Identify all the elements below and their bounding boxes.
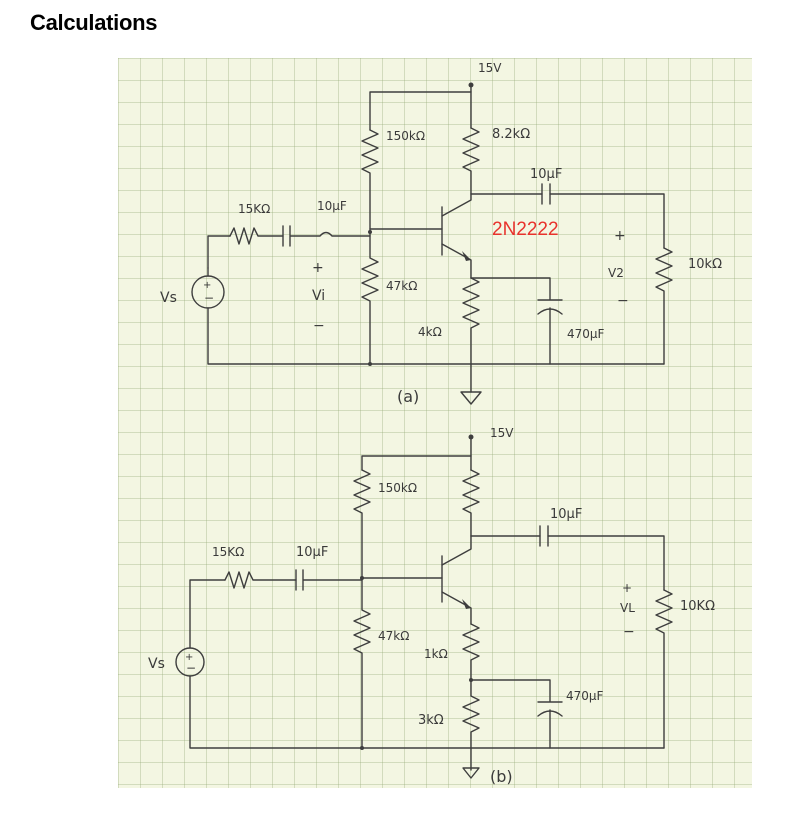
label-rs-b: 15KΩ: [212, 545, 244, 559]
page-heading: Calculations: [30, 10, 158, 35]
label-vl-plus-b: +: [622, 581, 632, 595]
caption-a: (a): [397, 387, 419, 406]
label-supply-a: 15V: [478, 61, 502, 75]
svg-text:−: −: [204, 291, 214, 305]
label-c-out-b: 10μF: [550, 507, 582, 522]
label-vl-b: VL: [620, 601, 635, 615]
resistor-r2-a: [361, 231, 379, 365]
label-c-out-a: 10μF: [530, 167, 562, 182]
label-supply-b: 15V: [490, 426, 514, 440]
ground-a: [460, 391, 482, 405]
label-vs-b: Vs: [148, 656, 165, 672]
output-coupling-b: [470, 525, 665, 591]
svg-text:+: +: [203, 280, 211, 291]
label-r1-a: 150kΩ: [386, 129, 425, 143]
transistor-b: [361, 535, 472, 625]
label-r2-b: 47kΩ: [378, 629, 409, 643]
bypass-capacitor-b: [470, 679, 563, 749]
supply-a: [369, 82, 474, 131]
resistor-rl-a: [655, 247, 673, 365]
label-v2-a: V2: [608, 266, 624, 280]
input-network-a: [207, 225, 372, 269]
resistor-re2-b: [462, 679, 480, 771]
label-re1-b: 1kΩ: [424, 647, 448, 661]
label-c-in-a: 10μF: [317, 199, 347, 213]
resistor-re1-b: [462, 623, 480, 681]
transistor-a: [369, 193, 472, 279]
graph-paper-sheet: [118, 58, 752, 788]
label-vi-minus-a: −: [313, 318, 325, 334]
caption-b: (b): [490, 767, 513, 786]
circuit-a: + − 15V 150kΩ 8.2kΩ 10μF 15KΩ 10μF 2N222…: [160, 61, 722, 406]
label-r2-a: 47kΩ: [386, 279, 417, 293]
source-vs-a: + −: [191, 267, 665, 365]
label-re2-b: 3kΩ: [418, 713, 444, 728]
label-vi-plus-a: +: [312, 260, 324, 276]
ground-b: [462, 767, 480, 779]
label-c-e-a: 470μF: [567, 327, 605, 341]
bypass-capacitor-a: [470, 277, 563, 365]
label-v2-minus-a: −: [617, 293, 629, 309]
source-vs-b: + −: [175, 647, 665, 749]
resistor-re-a: [462, 277, 480, 393]
circuit-b: + − 15V 150kΩ 10μF 15KΩ 10μF + VL − 10KΩ…: [148, 426, 715, 786]
label-rc-a: 8.2kΩ: [492, 127, 530, 142]
input-network-b: [189, 569, 364, 649]
supply-b: [361, 434, 474, 471]
label-re-a: 4kΩ: [418, 325, 442, 339]
label-rs-a: 15KΩ: [238, 202, 270, 216]
label-v2-plus-a: +: [614, 228, 626, 244]
label-vl-minus-b: −: [623, 624, 635, 640]
label-c-e-b: 470μF: [566, 689, 604, 703]
svg-text:+: +: [185, 652, 193, 663]
resistor-r2-b: [353, 577, 371, 749]
resistor-rl-b: [655, 589, 673, 749]
resistor-r1-a: [361, 129, 379, 233]
resistor-rc-b: [462, 469, 480, 537]
resistor-r1-b: [353, 469, 371, 579]
label-vs-a: Vs: [160, 290, 177, 306]
svg-text:−: −: [186, 661, 196, 675]
label-c-in-b: 10μF: [296, 545, 328, 560]
resistor-rc-a: [462, 127, 480, 195]
label-r1-b: 150kΩ: [378, 481, 417, 495]
label-transistor-a: 2N2222: [492, 219, 559, 240]
output-coupling-a: [470, 183, 665, 249]
label-vi-a: Vi: [312, 288, 325, 304]
label-rl-b: 10KΩ: [680, 599, 715, 614]
label-rl-a: 10kΩ: [688, 257, 722, 272]
